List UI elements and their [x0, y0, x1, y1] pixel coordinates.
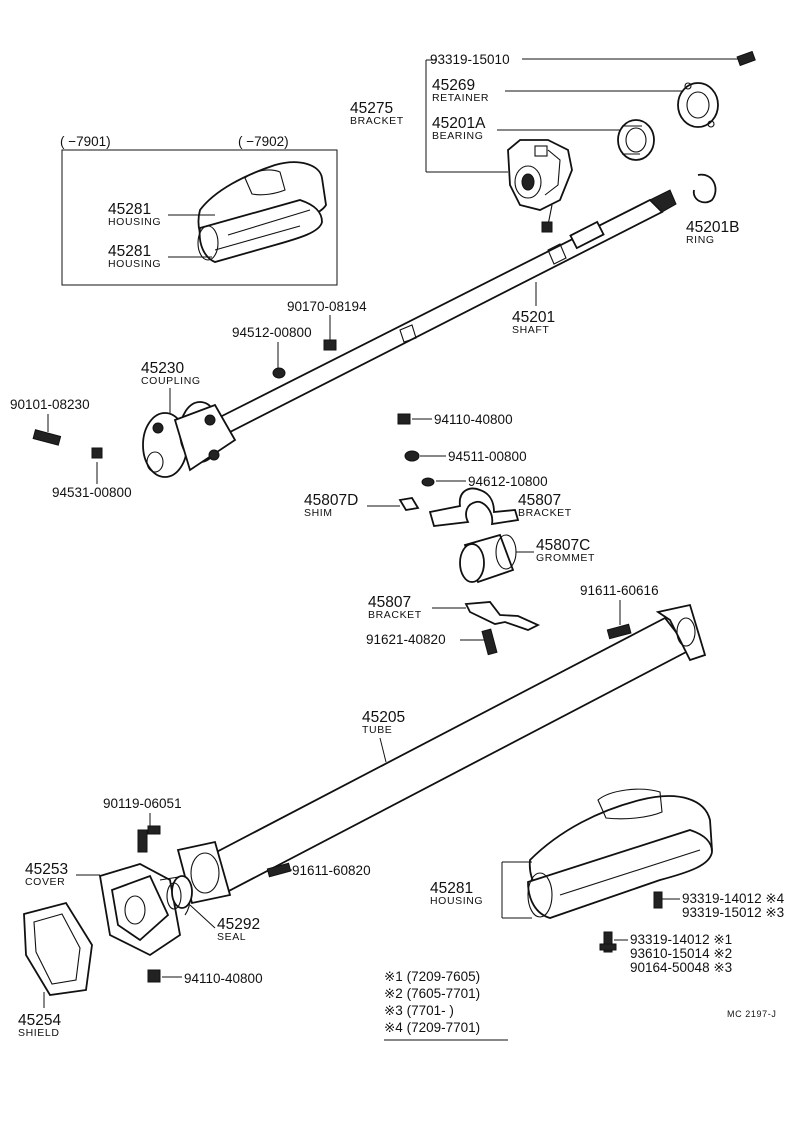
tube-number: 45205 [362, 709, 405, 726]
housing-drawing-inset [197, 161, 327, 263]
shaft-name: SHAFT [512, 324, 549, 336]
shield-name: SHIELD [18, 1027, 60, 1039]
grommet-drawing [459, 533, 517, 584]
grommet-name: GROMMET [536, 552, 595, 564]
bolt-91611-60616-label: 91611-60616 [580, 583, 659, 598]
bolt-icon [266, 862, 292, 878]
bolt-icon [32, 429, 62, 446]
coupling-drawing [142, 401, 237, 478]
cover-name: COVER [25, 876, 65, 888]
bolt-93319-15010-label: 93319-15010 [430, 52, 510, 67]
retainer-name: RETAINER [432, 92, 489, 104]
screw-93319-14012-4-label: 93319-14012 ※4 [682, 891, 785, 906]
bearing-drawing [617, 119, 655, 161]
grommet-number: 45807C [536, 537, 590, 554]
cover-number: 45253 [25, 861, 68, 878]
upper-bracket-drawing [507, 139, 573, 233]
shim-number: 45807D [304, 492, 358, 509]
shaft-number: 45201 [512, 309, 555, 326]
washer-icon [272, 367, 286, 379]
retainer-drawing [677, 82, 719, 128]
washer-94512-00800-label: 94512-00800 [232, 325, 312, 340]
coupling-number: 45230 [141, 360, 184, 377]
screw-90164-50048-3-label: 90164-50048 ※3 [630, 960, 732, 975]
coupling-name: COUPLING [141, 375, 201, 387]
housing-inset-box: ( −7901) ( −7902) 45281 HOUSING 45281 HO… [60, 134, 338, 286]
seal-drawing [166, 875, 193, 910]
washer-icon [421, 477, 435, 487]
nut-icon [147, 969, 161, 983]
bolt-icon [736, 50, 756, 67]
washer-94511-00800-label: 94511-00800 [448, 449, 527, 464]
ring-name: RING [686, 234, 715, 246]
shim-name: SHIM [304, 507, 333, 519]
washer-icon [404, 450, 420, 462]
bracket-top-number: 45275 [350, 100, 393, 117]
housing-b-name: HOUSING [108, 258, 161, 270]
screw-icon [653, 891, 663, 909]
footer-code: MC 2197-J [727, 1009, 776, 1019]
bracket-mid-drawing [428, 487, 520, 527]
housing-c-name: HOUSING [430, 895, 483, 907]
bolt-icon [481, 628, 498, 656]
screw-icon [599, 931, 617, 953]
housing-a-number: 45281 [108, 201, 151, 218]
range-label-7902: ( −7902) [238, 134, 289, 149]
bolt-90119-06051-label: 90119-06051 [103, 796, 182, 811]
screw-93610-15014-2-label: 93610-15014 ※2 [630, 946, 732, 961]
bracket-mid-number: 45807 [518, 492, 561, 509]
bolt-icon [606, 623, 632, 640]
washer-94612-10800-label: 94612-10800 [468, 474, 548, 489]
washer-icon [91, 447, 103, 459]
housing-a-name: HOUSING [108, 216, 161, 228]
seal-number: 45292 [217, 916, 260, 933]
bracket-low-number: 45807 [368, 594, 411, 611]
nut-90170-08194-label: 90170-08194 [287, 299, 367, 314]
ring-number: 45201B [686, 219, 739, 236]
retainer-number: 45269 [432, 77, 475, 94]
range-label-7901: ( −7901) [60, 134, 111, 149]
bracket-low-name: BRACKET [368, 609, 422, 621]
housing-b-number: 45281 [108, 243, 151, 260]
top-bracket-group: 93319-15010 45269 RETAINER 45275 BRACKET… [350, 50, 756, 246]
screw-93319-15012-3-label: 93319-15012 ※3 [682, 905, 784, 920]
bearing-number: 45201A [432, 115, 486, 132]
legend-item: ※4 (7209-7701) [384, 1020, 480, 1035]
bracket-top-name: BRACKET [350, 115, 404, 127]
shim-drawing [398, 497, 420, 511]
bearing-name: BEARING [432, 130, 483, 142]
nut-94110-40800-top-label: 94110-40800 [434, 412, 513, 427]
bracket-low-drawing [464, 601, 541, 631]
bolt-90101-08230-label: 90101-08230 [10, 397, 90, 412]
bracket-mid-name: BRACKET [518, 507, 572, 519]
housing-drawing-lower [527, 788, 713, 919]
nut-icon [397, 413, 411, 425]
nut-94110-40800-bottom-label: 94110-40800 [184, 971, 263, 986]
nut-icon [323, 339, 337, 351]
legend-item: ※2 (7605-7701) [384, 986, 480, 1001]
legend-item: ※1 (7209-7605) [384, 969, 480, 984]
ring-drawing [692, 173, 717, 204]
legend-item: ※3 (7701- ) [384, 1003, 454, 1018]
tube-name: TUBE [362, 724, 392, 736]
housing-c-number: 45281 [430, 880, 473, 897]
bolt-91611-60820-label: 91611-60820 [292, 863, 371, 878]
washer-94531-00800-label: 94531-00800 [52, 485, 132, 500]
date-legend: ※1 (7209-7605) ※2 (7605-7701) ※3 (7701- … [384, 969, 508, 1041]
seal-name: SEAL [217, 931, 246, 943]
shield-number: 45254 [18, 1012, 61, 1029]
screw-93319-14012-1-label: 93319-14012 ※1 [630, 932, 732, 947]
bolt-icon [137, 825, 161, 853]
bolt-91621-40820-label: 91621-40820 [366, 632, 446, 647]
shield-drawing [23, 901, 93, 996]
